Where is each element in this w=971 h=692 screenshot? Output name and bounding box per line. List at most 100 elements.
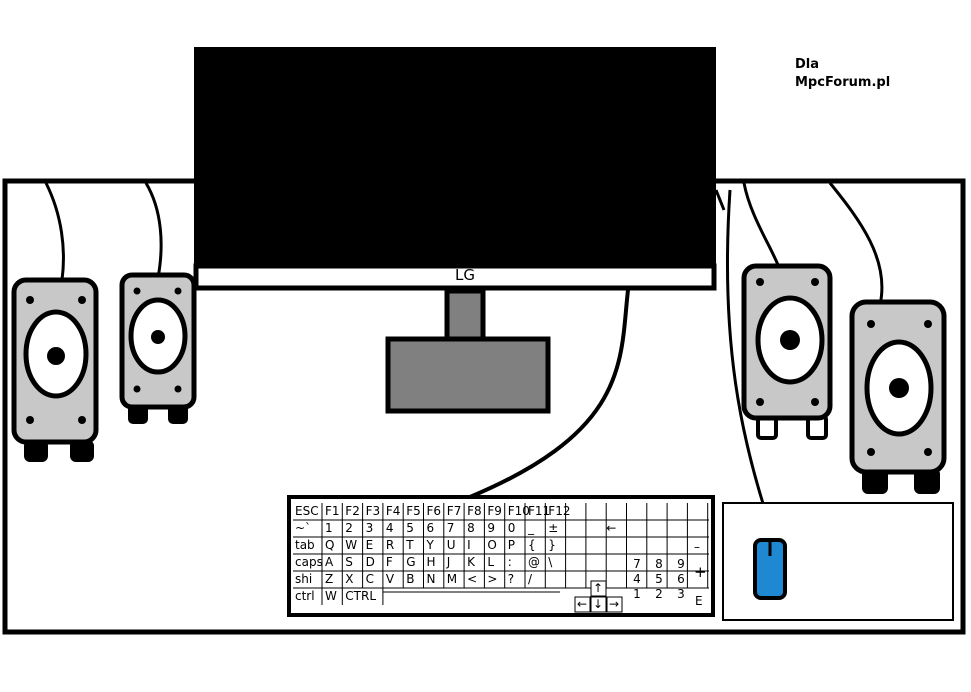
keyboard-key[interactable]: F1 [325,504,340,518]
numpad-key[interactable]: 1 [633,587,641,601]
keyboard-key[interactable]: F12 [548,504,571,518]
speaker-cable [144,182,163,279]
keyboard-key[interactable]: 6 [426,521,435,535]
keyboard-key[interactable]: S [345,555,353,569]
keyboard-key[interactable]: \ [548,555,553,569]
numpad-key-enter[interactable]: E [695,594,703,608]
mouse[interactable] [753,538,787,600]
keyboard-key[interactable]: F4 [385,504,401,518]
keyboard-key[interactable]: W [325,589,337,603]
keyboard-key[interactable]: ESC [295,504,319,518]
numpad-key[interactable]: 7 [633,557,641,571]
keyboard-key[interactable]: F11 [528,504,551,518]
keyboard-key[interactable]: F8 [467,504,482,518]
keyboard-key[interactable]: < [467,572,478,586]
keyboard-key[interactable]: ← [606,521,617,535]
keyboard-key[interactable]: Z [325,572,334,586]
keyboard-key[interactable]: O [487,538,497,552]
keyboard-key[interactable]: U [446,538,456,552]
speaker-rear-right [741,263,833,440]
speaker-front-left [11,277,99,462]
keyboard-key[interactable]: A [325,555,334,569]
keyboard-key[interactable]: K [467,555,475,569]
keyboard-key[interactable]: @ [528,555,540,569]
keyboard-key[interactable]: 2 [345,521,353,535]
keyboard-key[interactable]: R [385,538,395,552]
keyboard-key[interactable]: F [385,555,393,569]
keyboard-keys [293,503,709,613]
keyboard-key[interactable]: M [446,572,458,586]
keyboard-key[interactable]: ~` [295,521,312,535]
keyboard-key[interactable]: → [609,597,620,611]
numpad-key[interactable]: 3 [677,587,685,601]
numpad-key[interactable]: 9 [677,557,685,571]
monitor-brand-logo: LG [455,266,475,284]
monitor-neck [444,288,486,342]
keyboard-key[interactable]: ← [577,597,588,611]
keyboard-key[interactable]: ctrl [295,589,315,603]
numpad-key[interactable]: 5 [655,572,663,586]
keyboard-key[interactable]: Q [325,538,335,552]
keyboard-key[interactable]: D [365,555,375,569]
speaker-cable [44,182,65,281]
keyboard-key[interactable]: CTRL [345,589,377,603]
keyboard-key[interactable]: E [365,538,374,552]
keyboard-cable [469,289,630,499]
keyboard-key[interactable]: 1 [325,521,333,535]
keyboard-key[interactable]: _ [528,521,534,535]
numpad-key-plus[interactable]: + [694,563,707,581]
keyboard-key[interactable]: 9 [487,521,496,535]
keyboard-key[interactable]: Y [426,538,434,552]
keyboard-key[interactable]: H [426,555,436,569]
numpad-key[interactable]: 6 [677,572,685,586]
keyboard-key[interactable]: J [446,555,451,569]
keyboard-key[interactable]: F10 [507,504,530,518]
monitor-base [385,336,551,414]
keyboard-key[interactable]: ↓ [593,597,604,611]
keyboard-key[interactable]: ? [507,572,515,586]
keyboard-key[interactable]: ↑ [593,581,604,595]
keyboard-key[interactable]: 5 [406,521,414,535]
keyboard-key[interactable]: shi [295,572,313,586]
keyboard-key[interactable]: F9 [487,504,502,518]
monitor-bezel [193,263,717,291]
numpad-key-minus[interactable]: – [694,540,700,554]
keyboard-key[interactable]: W [345,538,358,552]
numpad-key[interactable]: 2 [655,587,663,601]
keyboard-key[interactable]: > [487,572,498,586]
keyboard-key[interactable]: 7 [446,521,455,535]
numpad-key[interactable]: 4 [633,572,641,586]
keyboard-key[interactable]: / [528,572,533,586]
keyboard-key[interactable]: caps [295,555,323,569]
keyboard-key[interactable]: 3 [365,521,374,535]
keyboard-key[interactable]: N [426,572,436,586]
keyboard-key[interactable]: F2 [345,504,360,518]
keyboard-key[interactable]: L [487,555,495,569]
numpad-key[interactable]: 8 [655,557,663,571]
keyboard-key[interactable]: C [365,572,374,586]
keyboard-key[interactable]: P [507,538,515,552]
keyboard-key[interactable]: 0 [507,521,516,535]
mouse-cable [725,189,777,541]
credit-line-1: Dla [795,57,820,72]
keyboard-key[interactable]: F6 [426,504,442,518]
keyboard-key[interactable]: : [507,555,512,569]
keyboard[interactable] [287,495,715,617]
keyboard-key[interactable]: { [528,538,536,552]
keyboard-key[interactable]: T [406,538,414,552]
keyboard-key[interactable]: F7 [446,504,462,518]
keyboard-key[interactable]: 4 [385,521,394,535]
keyboard-key[interactable]: tab [295,538,315,552]
keyboard-key[interactable]: G [406,555,416,569]
keyboard-key[interactable]: V [385,572,395,586]
keyboard-key[interactable]: F5 [406,504,421,518]
keyboard-key[interactable]: } [548,538,556,552]
speaker-rear-left [119,272,197,424]
keyboard-key[interactable]: F3 [365,504,381,518]
keyboard-key[interactable]: X [345,572,354,586]
credit-line-2: MpcForum.pl [795,75,891,90]
keyboard-key[interactable]: B [406,572,415,586]
keyboard-key[interactable]: ± [548,521,559,535]
keyboard-key[interactable]: 8 [467,521,475,535]
keyboard-key[interactable]: I [467,538,471,552]
